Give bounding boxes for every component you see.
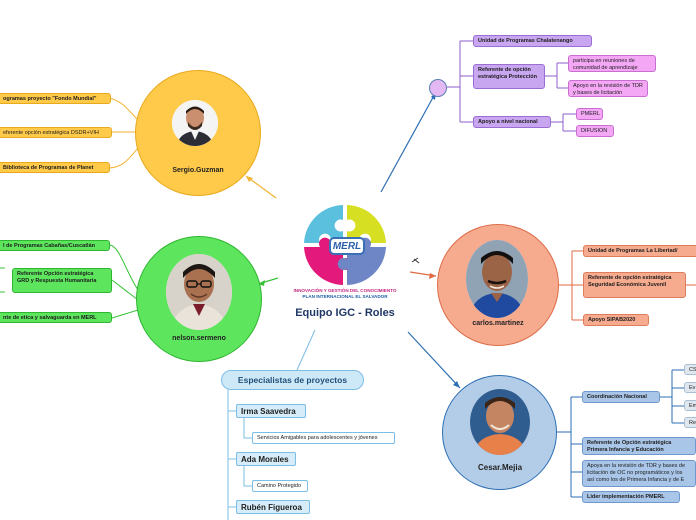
logo-wordmark: MERL [329, 237, 365, 255]
sergio-name: Sergio.Guzman [172, 167, 224, 174]
person-photo-icon [166, 254, 232, 330]
carlos-item-1[interactable]: Unidad de Programas La Libertad/ [583, 245, 696, 257]
carlos-name: carlos.martinez [472, 320, 524, 327]
person-photo-icon [470, 389, 530, 455]
logo-subtitle-line2: PLAN INTERNACIONAL EL SALVADOR [302, 294, 388, 300]
cesar-item-1[interactable]: Coordinación Nacional [582, 391, 660, 403]
person-photo-icon [466, 240, 528, 318]
person-photo-icon [172, 100, 218, 146]
nelson-name: nelson.sermeno [172, 335, 226, 342]
logo-subtitle: INNOVACIÓN Y GESTIÓN DEL CONOCIMIENTO PL… [290, 288, 400, 300]
specialist-ruben[interactable]: Rubén Figueroa [236, 500, 310, 514]
specialist-irma-role[interactable]: Servicios Amigables para adolescentes y … [252, 432, 395, 444]
sergio-item-1[interactable]: ogramas proyecto "Fondo Mundial" [0, 93, 111, 104]
cesar-item-3[interactable]: Apoya en la revisión de TDR y bases de l… [582, 460, 696, 487]
top-item-1[interactable]: Unidad de Programas Chalatenango [473, 35, 592, 47]
cesar-name: Cesar.Mejia [477, 463, 523, 472]
cesar-item-2[interactable]: Referente de Opción estratégica Primera … [582, 437, 696, 455]
logo-subtitle-line1: INNOVACIÓN Y GESTIÓN DEL CONOCIMIENTO [293, 288, 397, 293]
carlos-avatar [466, 240, 528, 318]
nacional-sub-2[interactable]: DIFUSION [576, 125, 614, 137]
sergio-avatar [172, 100, 218, 146]
specialist-ada-role[interactable]: Camino Protegido [252, 480, 308, 492]
sergio-item-2[interactable]: eferente opción estratégica DSDR+VIH [0, 127, 112, 138]
nelson-item-1[interactable]: l de Programas Cabañas/Cuscatlán [0, 240, 110, 251]
coord-sub-3[interactable]: Em [684, 400, 696, 411]
nelson-item-3[interactable]: nte de etica y salvaguarda en MERL [0, 312, 112, 323]
nacional-sub-1[interactable]: PMERL [576, 108, 603, 120]
carlos-item-2[interactable]: Referente de opción estratégica Segurida… [583, 272, 686, 298]
top-branch-circle[interactable] [429, 79, 447, 97]
sergio-item-3[interactable]: Biblioteca de Programas de Planet [0, 162, 110, 173]
coord-sub-4[interactable]: Re [684, 417, 696, 428]
cesar-avatar [470, 389, 530, 455]
carlos-item-3[interactable]: Apoyo SIPAB2020 [583, 314, 649, 326]
coord-sub-2[interactable]: Ev [684, 382, 696, 393]
central-topic-title[interactable]: Equipo IGC - Roles [295, 307, 395, 319]
nelson-avatar [166, 254, 232, 330]
proteccion-sub-1[interactable]: participa en reuniones de comunidad de a… [568, 55, 656, 72]
top-item-2[interactable]: Referente de opción estratégica Protecci… [473, 64, 545, 89]
specialist-irma[interactable]: Irma Saavedra [236, 404, 306, 418]
coord-sub-1[interactable]: CS [684, 364, 696, 375]
specialists-title[interactable]: Especialistas de proyectos [221, 370, 364, 390]
proteccion-sub-2[interactable]: Apoyo en la revisión de TDR y bases de l… [568, 80, 648, 97]
top-item-3[interactable]: Apoyo a nivel nacional [473, 116, 551, 128]
cesar-item-4[interactable]: Líder implementación PMERL [582, 491, 680, 503]
specialist-ada[interactable]: Ada Morales [236, 452, 296, 466]
nelson-item-2[interactable]: Referente Opción estratégica GRD y Respu… [12, 268, 112, 293]
